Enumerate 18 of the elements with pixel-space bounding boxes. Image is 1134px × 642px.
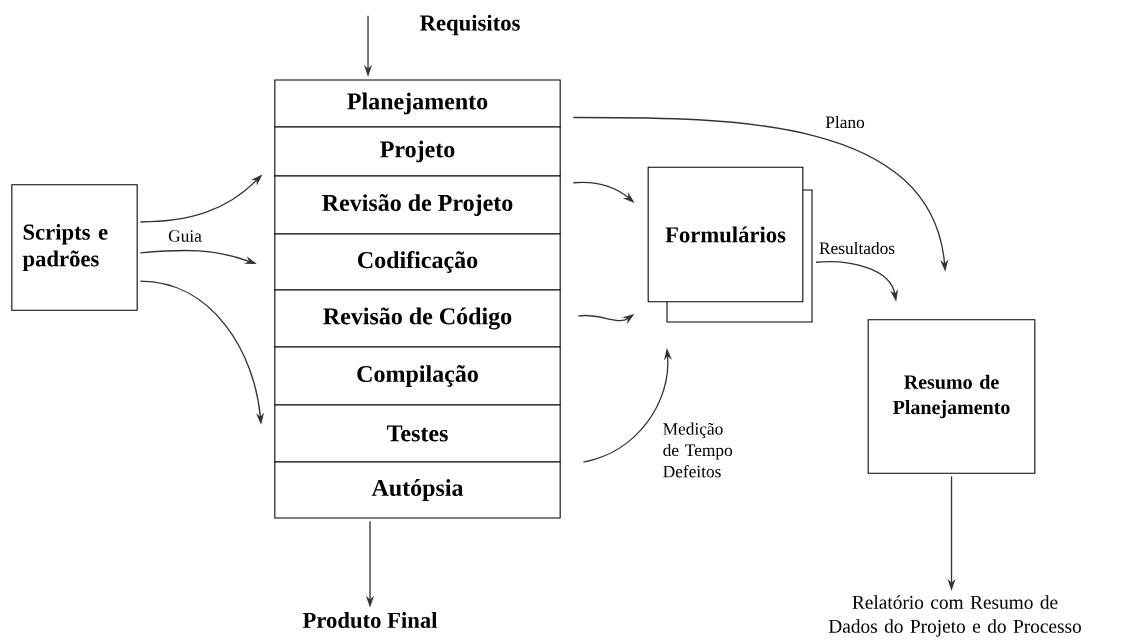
form-box: Formulários <box>647 166 813 323</box>
phase-row: Projeto <box>274 126 561 177</box>
edge-label: Resultados <box>817 240 897 256</box>
flow-label: Produto Final <box>302 612 438 628</box>
phase-row: Planejamento <box>274 79 561 128</box>
phase-row: Codificação <box>274 233 561 291</box>
edge-label: Medição de Tempo Defeitos <box>663 422 733 478</box>
edge-label: Plano <box>823 114 867 130</box>
phase-row: Revisão de Código <box>274 289 561 348</box>
edge-label: Guia <box>166 228 204 244</box>
phase-row: Compilação <box>274 346 561 406</box>
summary-box: Resumo de Planejamento <box>867 319 1036 474</box>
phase-row: Testes <box>274 404 561 463</box>
flow-label: Requisitos <box>420 14 520 36</box>
report-label: Relatório com Resumo de Dados do Projeto e do Processo <box>828 595 1081 637</box>
process-box: Scripts e padrões <box>11 184 138 311</box>
phase-row: Autópsia <box>274 461 561 519</box>
phase-row: Revisão de Projeto <box>274 175 561 235</box>
